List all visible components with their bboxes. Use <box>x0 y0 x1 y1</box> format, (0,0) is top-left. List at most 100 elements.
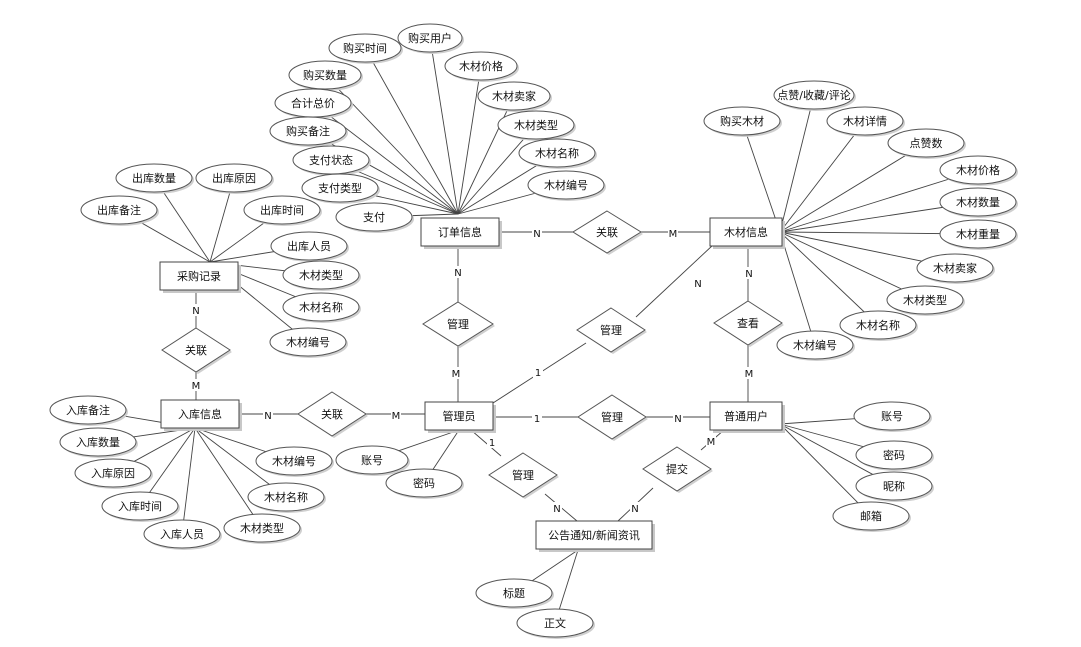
attribute-purchase-5: 木材类型 <box>282 260 361 291</box>
attribute-label: 账号 <box>881 410 903 423</box>
attribute-order-11: 木材名称 <box>518 138 597 169</box>
attribute-link-order-1 <box>364 47 459 215</box>
attribute-order-12: 木材编号 <box>527 170 606 201</box>
entity-label: 采购记录 <box>177 269 221 283</box>
attribute-label: 购买时间 <box>343 41 387 55</box>
entity-admin: 管理员 <box>424 401 496 433</box>
attribute-order-4: 购买备注 <box>269 116 348 147</box>
attribute-label: 木材名称 <box>535 146 579 160</box>
attribute-order-5: 支付状态 <box>292 145 371 176</box>
relationship-label: 管理 <box>601 410 623 424</box>
cardinality-label: M <box>452 369 461 380</box>
attribute-order-8: 木材价格 <box>444 51 519 82</box>
attribute-label: 昵称 <box>883 479 905 493</box>
attribute-label: 木材卖家 <box>492 89 536 103</box>
relationship-admin_wood: 管理 <box>576 307 647 354</box>
attribute-label: 木材类型 <box>240 521 284 535</box>
attribute-label: 木材编号 <box>286 335 330 349</box>
attribute-label: 邮箱 <box>860 509 882 523</box>
relationship-order_wood: 关联 <box>572 210 643 255</box>
attribute-label: 购买备注 <box>286 124 330 138</box>
attribute-link-stockin-4 <box>181 427 196 535</box>
attribute-label: 标题 <box>503 586 525 600</box>
relationship-label: 管理 <box>600 323 622 337</box>
attribute-stockin-7: 木材类型 <box>223 513 302 544</box>
attribute-wood-2: 木材详情 <box>826 106 905 137</box>
attribute-admin-0: 账号 <box>335 445 410 476</box>
attribute-purchase-3: 出库时间 <box>243 195 322 226</box>
attribute-wood-10: 木材编号 <box>776 330 855 361</box>
attribute-label: 木材名称 <box>299 300 343 314</box>
attribute-label: 合计总价 <box>291 96 335 110</box>
attribute-link-wood-4 <box>779 169 979 233</box>
attribute-link-wood-2 <box>779 120 866 233</box>
cardinality-label: M <box>669 229 678 240</box>
attribute-label: 购买数量 <box>303 68 347 82</box>
relationship-label: 查看 <box>737 316 759 330</box>
attribute-user-0: 账号 <box>853 401 932 432</box>
attribute-label: 密码 <box>883 448 905 462</box>
attribute-stockin-3: 入库时间 <box>101 491 180 522</box>
attribute-purchase-2: 出库备注 <box>80 195 159 226</box>
attribute-order-0: 购买用户 <box>397 23 464 54</box>
cardinality-label: N <box>454 268 461 279</box>
attribute-link-wood-9 <box>779 231 879 326</box>
relationship-admin_user: 管理 <box>577 394 648 441</box>
attribute-label: 出库人员 <box>287 239 331 253</box>
cardinality-label: M <box>745 369 754 380</box>
attribute-label: 出库数量 <box>132 171 176 185</box>
cardinality-label: 1 <box>535 368 541 379</box>
attribute-label: 木材编号 <box>272 454 316 468</box>
attribute-link-order-4 <box>307 130 459 215</box>
attribute-user-2: 昵称 <box>855 471 934 502</box>
attribute-notice-0: 标题 <box>475 578 554 609</box>
attribute-label: 出库备注 <box>97 203 141 217</box>
relationship-label: 提交 <box>666 462 688 476</box>
cardinality-label: M <box>192 381 201 392</box>
attribute-order-9: 木材卖家 <box>477 81 552 112</box>
attribute-wood-0: 购买木材 <box>703 106 782 137</box>
entity-order-info: 订单信息 <box>420 217 502 249</box>
cardinality-label: N <box>264 411 271 422</box>
attribute-label: 密码 <box>413 476 435 490</box>
attribute-order-3: 合计总价 <box>274 88 353 119</box>
attribute-label: 账号 <box>361 454 383 467</box>
attribute-ellipses: 购买用户购买时间购买数量合计总价购买备注支付状态支付类型支付木材价格木材卖家木材… <box>49 23 1018 639</box>
attribute-wood-7: 木材卖家 <box>916 253 995 284</box>
attribute-order-1: 购买时间 <box>328 33 403 64</box>
attribute-label: 木材类型 <box>903 293 947 307</box>
relationship-purchase_stockin: 关联 <box>161 327 232 374</box>
attribute-purchase-7: 木材编号 <box>269 327 348 358</box>
attribute-order-2: 购买数量 <box>288 60 363 91</box>
attribute-label: 木材卖家 <box>933 261 977 275</box>
attribute-label: 木材名称 <box>856 318 900 332</box>
attribute-notice-1: 正文 <box>516 608 595 639</box>
relationship-diamonds: 关联管理管理查看关联关联管理管理提交 <box>161 210 784 499</box>
relationship-label: 管理 <box>447 317 469 331</box>
cardinality-label: M <box>707 437 716 448</box>
entity-boxes: 订单信息木材信息采购记录入库信息管理员普通用户公告通知/新闻资讯 <box>159 217 785 552</box>
cardinality-label: N <box>745 269 752 280</box>
attribute-purchase-4: 出库人员 <box>270 231 349 262</box>
attribute-label: 点赞数 <box>910 137 943 150</box>
attribute-label: 入库数量 <box>76 436 120 449</box>
attribute-link-wood-0 <box>741 120 781 233</box>
entity-label: 公告通知/新闻资讯 <box>548 528 640 542</box>
relationship-label: 关联 <box>321 407 343 421</box>
attribute-label: 入库人员 <box>160 528 204 541</box>
attribute-wood-6: 木材重量 <box>939 219 1018 250</box>
attribute-label: 入库备注 <box>66 403 110 417</box>
attribute-label: 木材详情 <box>843 114 887 128</box>
entity-label: 入库信息 <box>178 407 222 421</box>
attribute-wood-3: 点赞数 <box>887 128 966 159</box>
relationship-link-admin_notice-a <box>470 429 502 457</box>
relationship-label: 管理 <box>512 468 534 482</box>
cardinality-label: N <box>533 229 540 240</box>
attribute-order-6: 支付类型 <box>301 173 380 204</box>
relationship-admin_notice: 管理 <box>488 452 559 499</box>
cardinality-label: 1 <box>489 438 495 449</box>
attribute-link-wood-1 <box>779 94 815 233</box>
relationship-user_wood: 查看 <box>713 300 784 347</box>
attribute-wood-8: 木材类型 <box>886 285 965 316</box>
attribute-order-10: 木材类型 <box>497 110 576 141</box>
